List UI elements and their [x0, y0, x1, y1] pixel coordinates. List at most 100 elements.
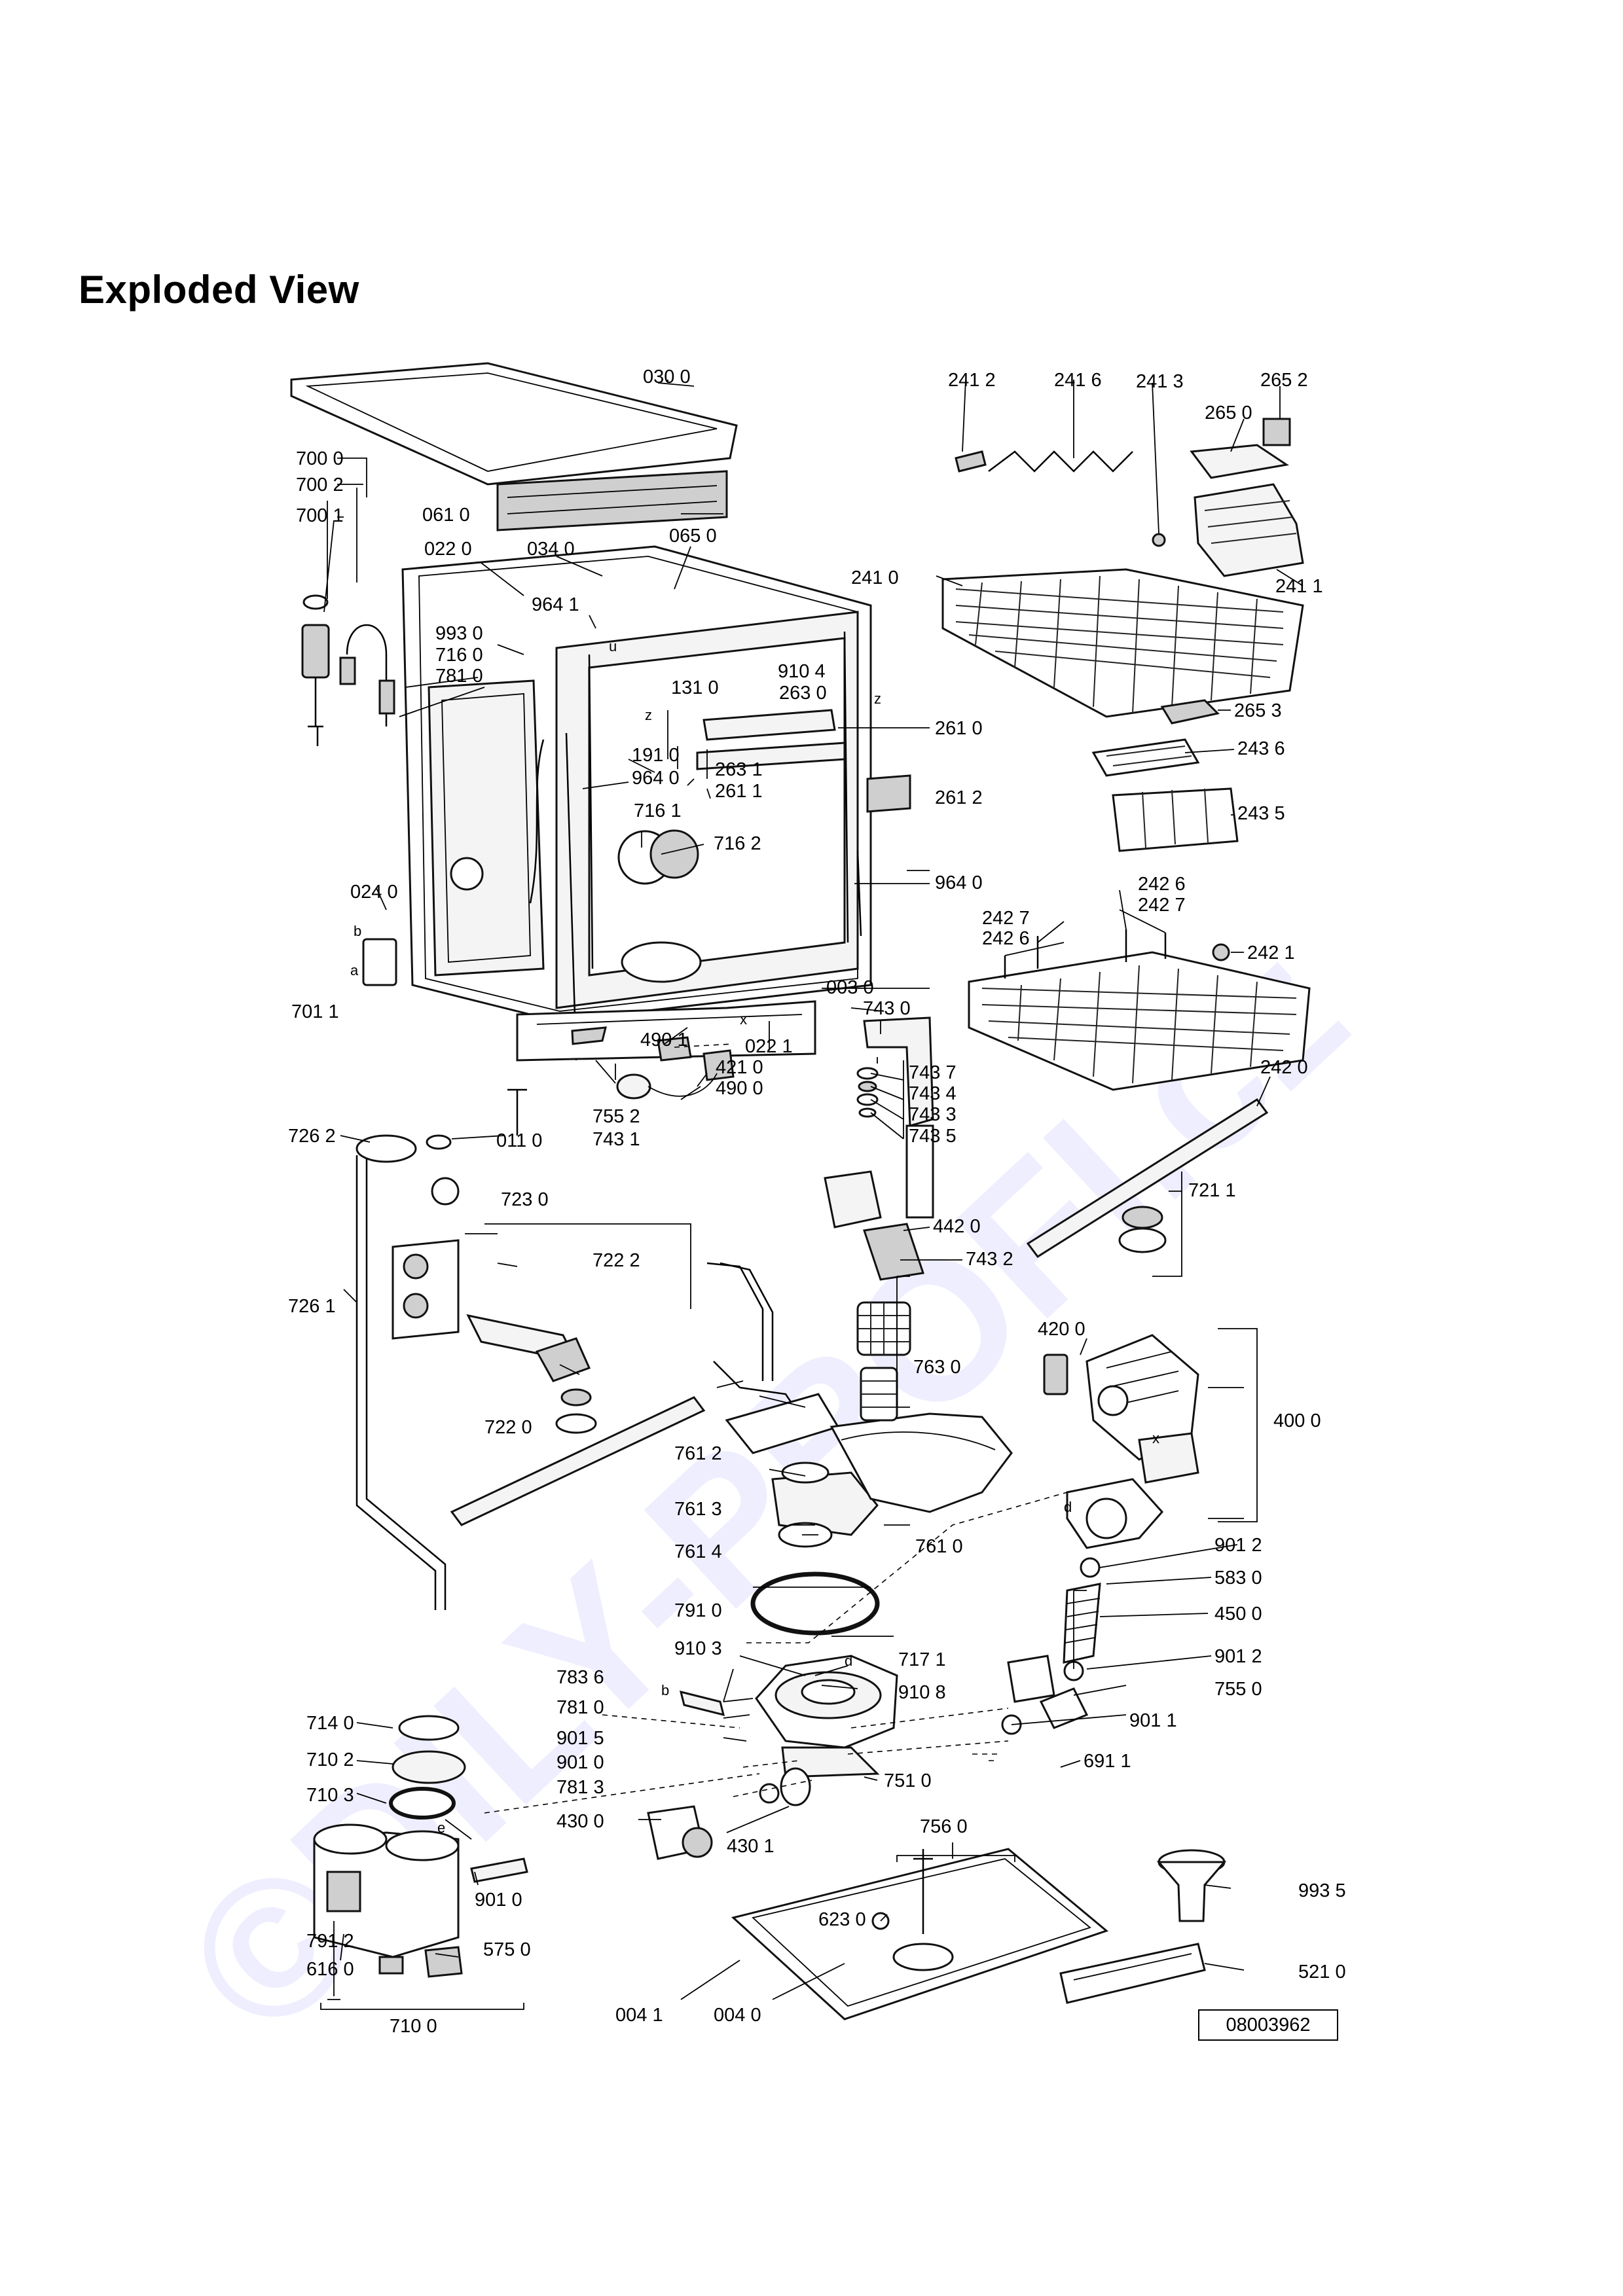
label: 743 1: [593, 1129, 640, 1150]
marker: u: [609, 638, 617, 655]
marker: z: [874, 691, 881, 707]
label: 781 3: [556, 1777, 604, 1798]
label: 717 1: [898, 1649, 946, 1670]
label: 265 3: [1234, 700, 1282, 721]
label: 521 0: [1298, 1962, 1346, 1982]
basket-handle-part: [1160, 699, 1220, 725]
label: 716 1: [634, 800, 682, 821]
label: 011 0: [496, 1130, 542, 1151]
label: 783 6: [556, 1667, 604, 1688]
label: 691 1: [1084, 1751, 1131, 1772]
page-title: Exploded View: [79, 268, 359, 312]
label: 442 0: [933, 1216, 981, 1237]
upper-basket-part: [941, 568, 1304, 718]
label: 241 6: [1054, 370, 1102, 391]
label: 242 7: [1138, 895, 1186, 916]
label: 061 0: [422, 505, 470, 526]
softener-parts: [313, 1715, 528, 1978]
label: 964 0: [935, 872, 983, 893]
label: 575 0: [483, 1939, 531, 1960]
label: 710 0: [390, 2016, 437, 2037]
label: 901 2: [1214, 1646, 1262, 1667]
label: 242 6: [982, 928, 1030, 949]
label: 700 1: [296, 505, 344, 526]
label: 743 7: [909, 1062, 957, 1083]
label: 721 1: [1188, 1180, 1236, 1201]
label: 716 2: [714, 833, 761, 854]
label: 034 0: [527, 539, 575, 560]
label: 241 1: [1275, 576, 1323, 597]
marker: d: [845, 1653, 852, 1669]
label: 022 1: [745, 1036, 793, 1057]
label: 242 1: [1247, 942, 1295, 963]
label: 430 0: [556, 1811, 604, 1832]
label: 743 4: [909, 1083, 957, 1104]
label: 490 0: [716, 1078, 763, 1099]
label: 761 4: [674, 1541, 722, 1562]
label: 714 0: [306, 1713, 354, 1734]
heater-hose-parts: [1001, 1583, 1101, 1735]
label: 791 2: [306, 1931, 354, 1952]
label: 722 2: [593, 1250, 640, 1271]
label: 726 2: [288, 1126, 336, 1147]
label: 400 0: [1273, 1410, 1321, 1431]
label: 964 0: [632, 768, 680, 789]
marker: x: [1152, 1430, 1159, 1446]
worktop-part: [290, 362, 738, 486]
plinth-part: [1059, 1943, 1206, 2004]
label: 701 1: [291, 1001, 339, 1022]
label: 723 0: [501, 1189, 549, 1210]
front-strip-part: [496, 470, 728, 531]
label: 490 1: [640, 1030, 688, 1050]
label: 583 0: [1214, 1568, 1262, 1588]
label: 901 5: [556, 1728, 604, 1749]
label: 241 0: [851, 567, 899, 588]
label: 710 2: [306, 1749, 354, 1770]
lower-basket-part: [968, 929, 1311, 1091]
sump-part: [679, 1655, 898, 1806]
reference-markers: z z b b x x d d e u a: [350, 638, 1159, 1836]
cutlery-parts: [1091, 738, 1239, 852]
label: 755 0: [1214, 1679, 1262, 1700]
water-inlet-parts: [301, 594, 397, 986]
tub-cabinet-part: [401, 545, 872, 1061]
rinse-aid-lid-parts: [824, 1016, 934, 1281]
label: 420 0: [1038, 1319, 1085, 1340]
upper-spray-arm-part: [1026, 943, 1269, 1259]
label: 191 0: [632, 745, 680, 766]
label: 710 3: [306, 1785, 354, 1806]
label: 743 5: [909, 1126, 957, 1147]
marker: b: [354, 923, 361, 939]
label: 241 3: [1136, 371, 1184, 392]
circulation-pump-housing-part: [725, 1393, 1013, 1548]
base-tray-part: [731, 1848, 1109, 2020]
label: 761 2: [674, 1443, 722, 1464]
label: 030 0: [643, 367, 691, 387]
label: 243 6: [1237, 738, 1285, 759]
label: 004 0: [714, 2005, 761, 2026]
label: 242 7: [982, 908, 1030, 929]
base-frame-part: [516, 1000, 816, 1062]
label: 910 8: [898, 1682, 946, 1703]
label: 430 1: [727, 1836, 775, 1857]
funnel-part: [1156, 1849, 1227, 1922]
part-labels: 030 0 061 0 065 0 034 0 022 0 964 1 993 …: [288, 367, 1346, 2037]
label: 751 0: [884, 1770, 932, 1791]
label: 761 3: [674, 1499, 722, 1520]
label: 003 0: [826, 977, 874, 998]
label: 261 0: [935, 718, 983, 739]
label: 265 2: [1260, 370, 1308, 391]
marker: z: [645, 707, 652, 723]
label: 901 2: [1214, 1535, 1262, 1556]
label: 781 0: [435, 666, 483, 687]
marker: x: [740, 1011, 747, 1028]
label: 241 2: [948, 370, 996, 391]
label: 756 0: [920, 1816, 968, 1837]
label: 901 0: [475, 1890, 522, 1910]
label: 261 1: [715, 781, 763, 802]
label: 242 6: [1138, 874, 1186, 895]
label: 131 0: [671, 677, 719, 698]
label: 265 0: [1205, 403, 1252, 423]
label: 743 0: [863, 998, 911, 1019]
